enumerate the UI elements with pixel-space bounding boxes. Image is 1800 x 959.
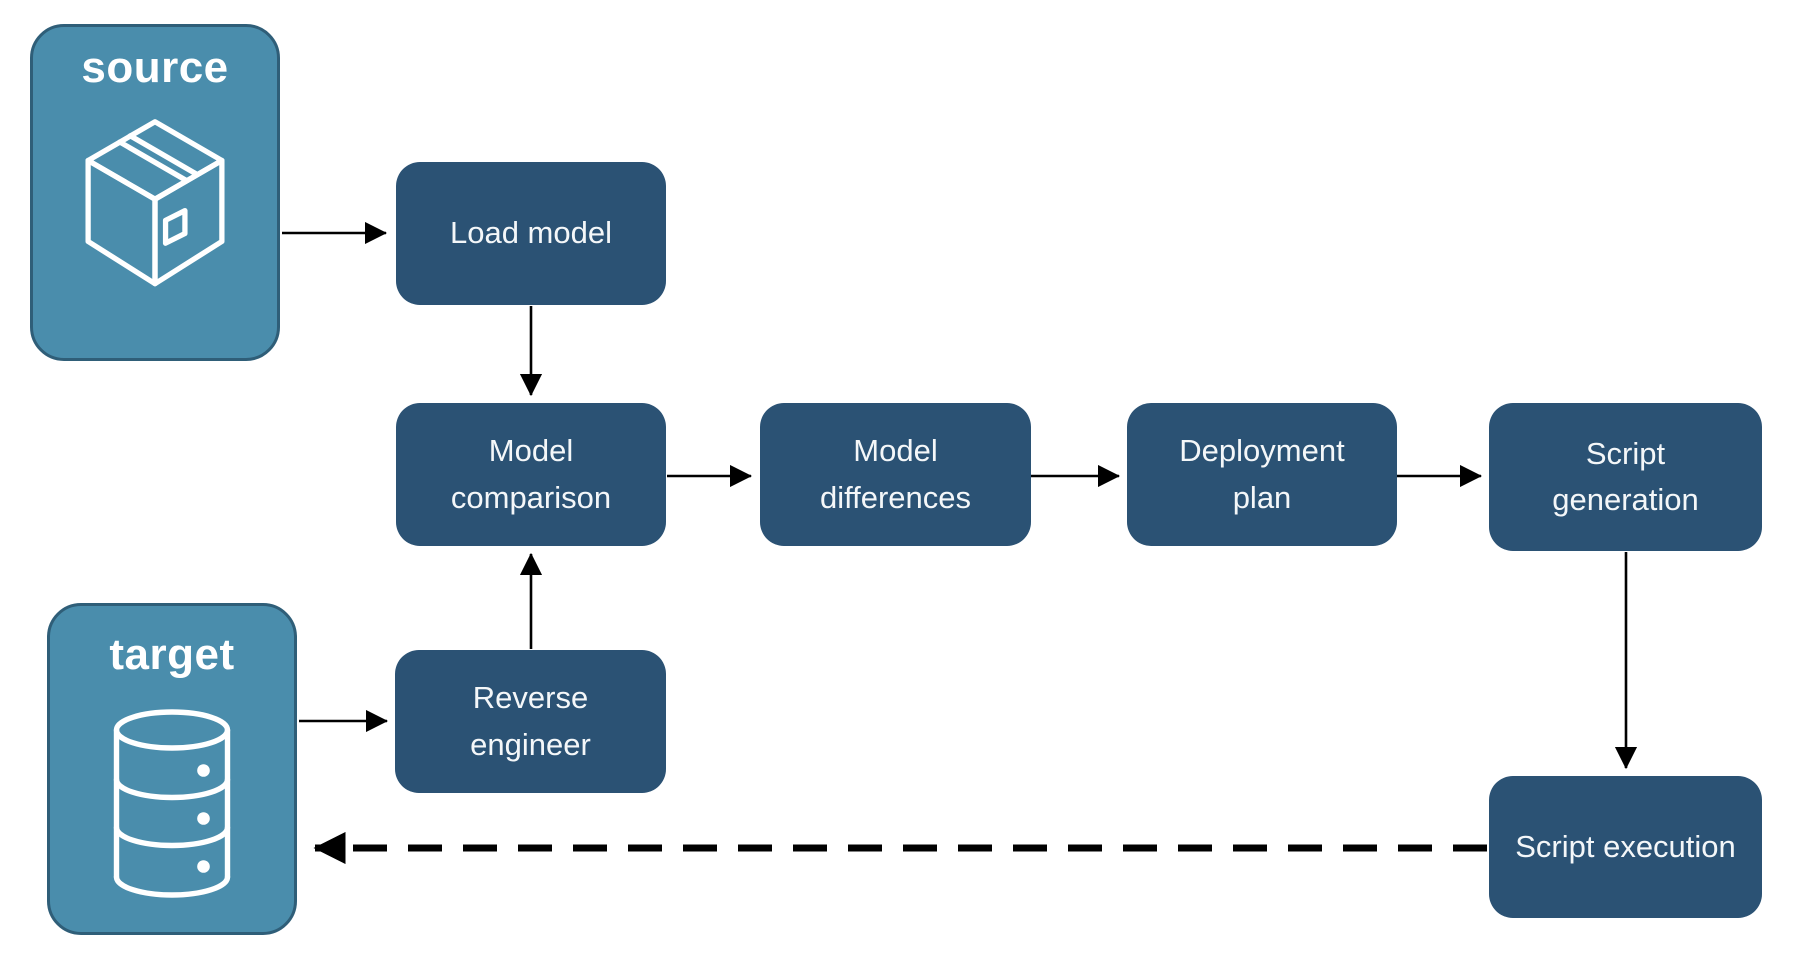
node-script-generation-label: Script generation: [1552, 435, 1699, 518]
node-load-model-label: Load model: [449, 215, 612, 251]
node-script-execution-label: Script execution: [1515, 828, 1736, 864]
container-target: target: [47, 603, 297, 935]
container-source: source: [30, 24, 280, 361]
node-model-differences-label: Model differences: [819, 433, 972, 515]
node-deployment-plan-label: Deployment plan: [1179, 433, 1345, 515]
node-reverse-engineer-label: Reverse engineer: [470, 680, 591, 762]
node-deployment-plan: Deployment plan: [1127, 403, 1397, 546]
database-icon: [113, 709, 231, 898]
node-model-comparison-label: Model comparison: [450, 433, 612, 515]
package-icon: [85, 119, 225, 287]
node-script-generation: Script generation: [1489, 403, 1762, 551]
node-script-execution: Script execution: [1489, 776, 1762, 918]
container-source-label: source: [81, 43, 229, 92]
node-model-comparison: Model comparison: [396, 403, 666, 546]
node-model-differences: Model differences: [760, 403, 1031, 546]
container-target-label: target: [109, 630, 235, 679]
node-load-model: Load model: [396, 162, 666, 305]
node-reverse-engineer: Reverse engineer: [395, 650, 666, 793]
